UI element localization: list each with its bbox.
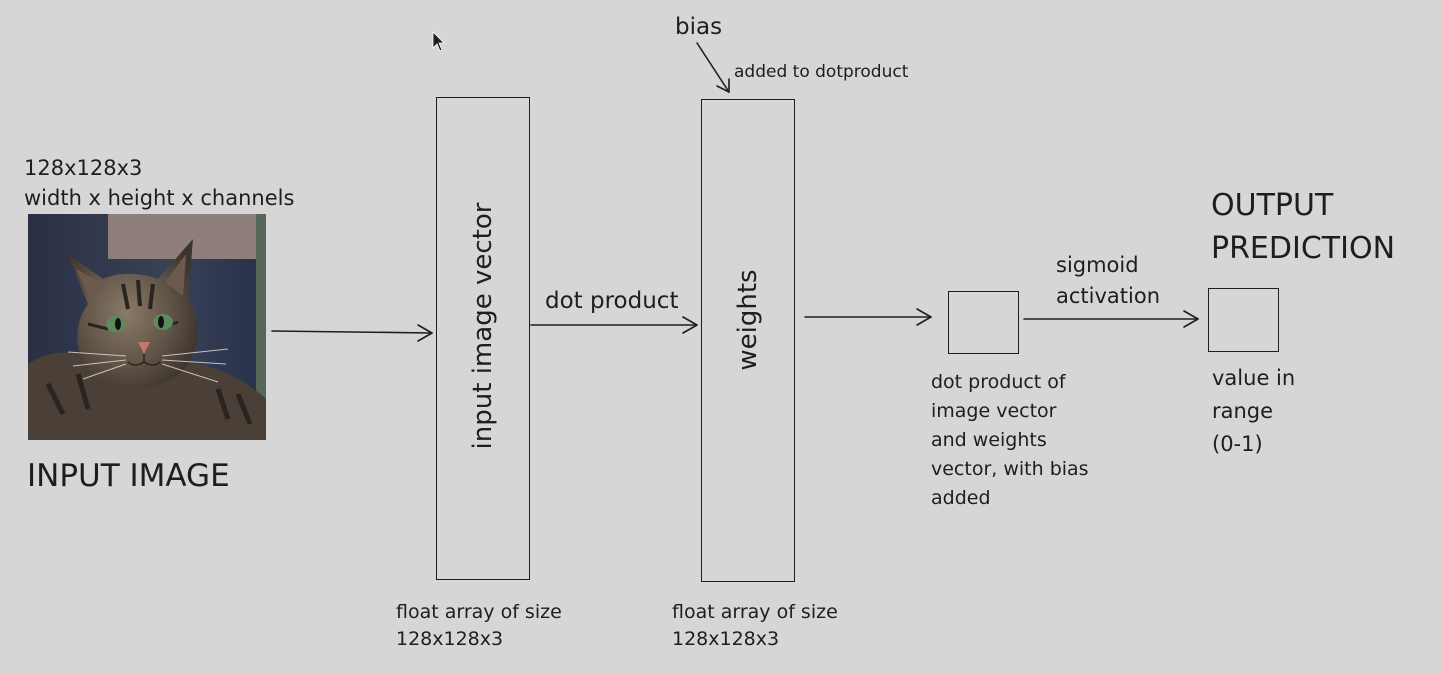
input-dims-label: 128x128x3 bbox=[24, 156, 143, 180]
sigmoid-label-line1: sigmoid bbox=[1056, 253, 1139, 277]
dot-result-line-1: dot product of bbox=[931, 371, 1066, 393]
bias-note: added to dotproduct bbox=[734, 62, 909, 82]
input-image-title: INPUT IMAGE bbox=[27, 458, 230, 494]
input-vector-caption-line2: 128x128x3 bbox=[396, 628, 504, 650]
dot-result-line-3: and weights bbox=[931, 429, 1047, 451]
input-dims-description: width x height x channels bbox=[24, 186, 295, 210]
bias-label: bias bbox=[675, 14, 723, 40]
arrow-bias-to-weights bbox=[696, 42, 730, 93]
output-desc-line3: (0-1) bbox=[1212, 432, 1263, 456]
dot-result-description: dot product of image vector and weights … bbox=[931, 368, 1089, 513]
output-desc-line2: range bbox=[1212, 399, 1274, 423]
weights-caption-line1: float array of size bbox=[672, 601, 838, 623]
dot-product-label: dot product bbox=[545, 288, 679, 314]
weights-box bbox=[701, 99, 795, 582]
dot-result-line-2: image vector bbox=[931, 400, 1057, 422]
output-box bbox=[1208, 288, 1279, 352]
input-vector-caption-line1: float array of size bbox=[396, 601, 562, 623]
output-title-line2: PREDICTION bbox=[1211, 231, 1396, 266]
dot-result-line-5: added bbox=[931, 487, 991, 509]
sigmoid-label-line2: activation bbox=[1056, 284, 1161, 308]
output-title-line1: OUTPUT bbox=[1211, 188, 1334, 223]
arrow-image-to-vector bbox=[271, 330, 433, 334]
input-vector-box bbox=[436, 97, 530, 580]
cat-image bbox=[28, 214, 266, 440]
dot-result-box bbox=[948, 291, 1019, 354]
dot-result-line-4: vector, with bias bbox=[931, 458, 1089, 480]
output-desc-line1: value in bbox=[1212, 366, 1296, 390]
mouse-cursor-icon bbox=[432, 31, 445, 52]
weights-caption-line2: 128x128x3 bbox=[672, 628, 780, 650]
